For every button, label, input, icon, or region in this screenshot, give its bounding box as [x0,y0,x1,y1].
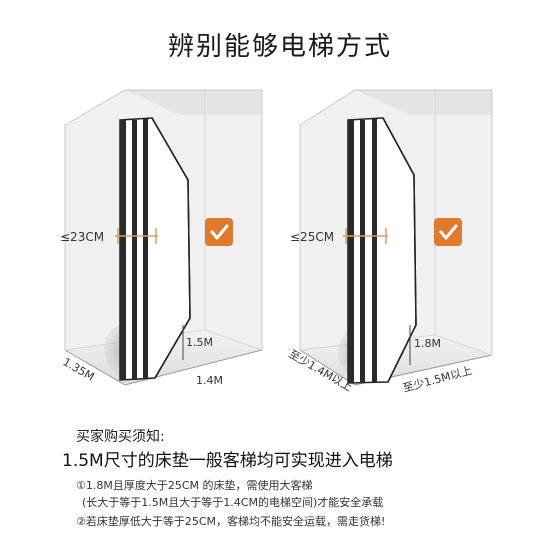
left-height-label: 1.5M [186,336,213,349]
right-height-label: 1.8M [414,337,441,350]
notes-main: 1.5M尺寸的床垫一般客梯均可实现进入电梯 [62,451,393,471]
check-icon [205,218,233,246]
elevator-diagram: ≤23CM 1.5M 1.35M 1.4M [60,89,493,395]
check-icon [434,218,462,246]
right-thickness-label: ≤25CM [290,230,334,244]
left-width-label: 1.4M [196,374,223,387]
notes-item-1: ①1.8M且厚度大于25CM 的床垫，需使用大客梯 [76,479,313,492]
right-elevator-ceiling [355,90,492,115]
notes-heading: 买家购买须知: [76,429,165,445]
notes-item-1-sub: (长大于等于1.5M且大于等于1.4CM的电梯空间)才能安全承载 [82,496,384,509]
right-mattress [347,117,417,384]
page-title: 辨别能够电梯方式 [167,32,392,62]
left-elevator-ceiling [125,90,262,115]
notes-item-2: ②若床垫厚低大于等于25CM，客梯均不能安全运载，需走货梯! [76,515,386,528]
right-elevator: ≤25CM 1.8M 至少1.4M以上 至少1.5M以上 [287,89,493,395]
left-elevator: ≤23CM 1.5M 1.35M 1.4M [60,89,263,387]
left-thickness-label: ≤23CM [60,230,104,244]
left-mattress [119,117,191,381]
